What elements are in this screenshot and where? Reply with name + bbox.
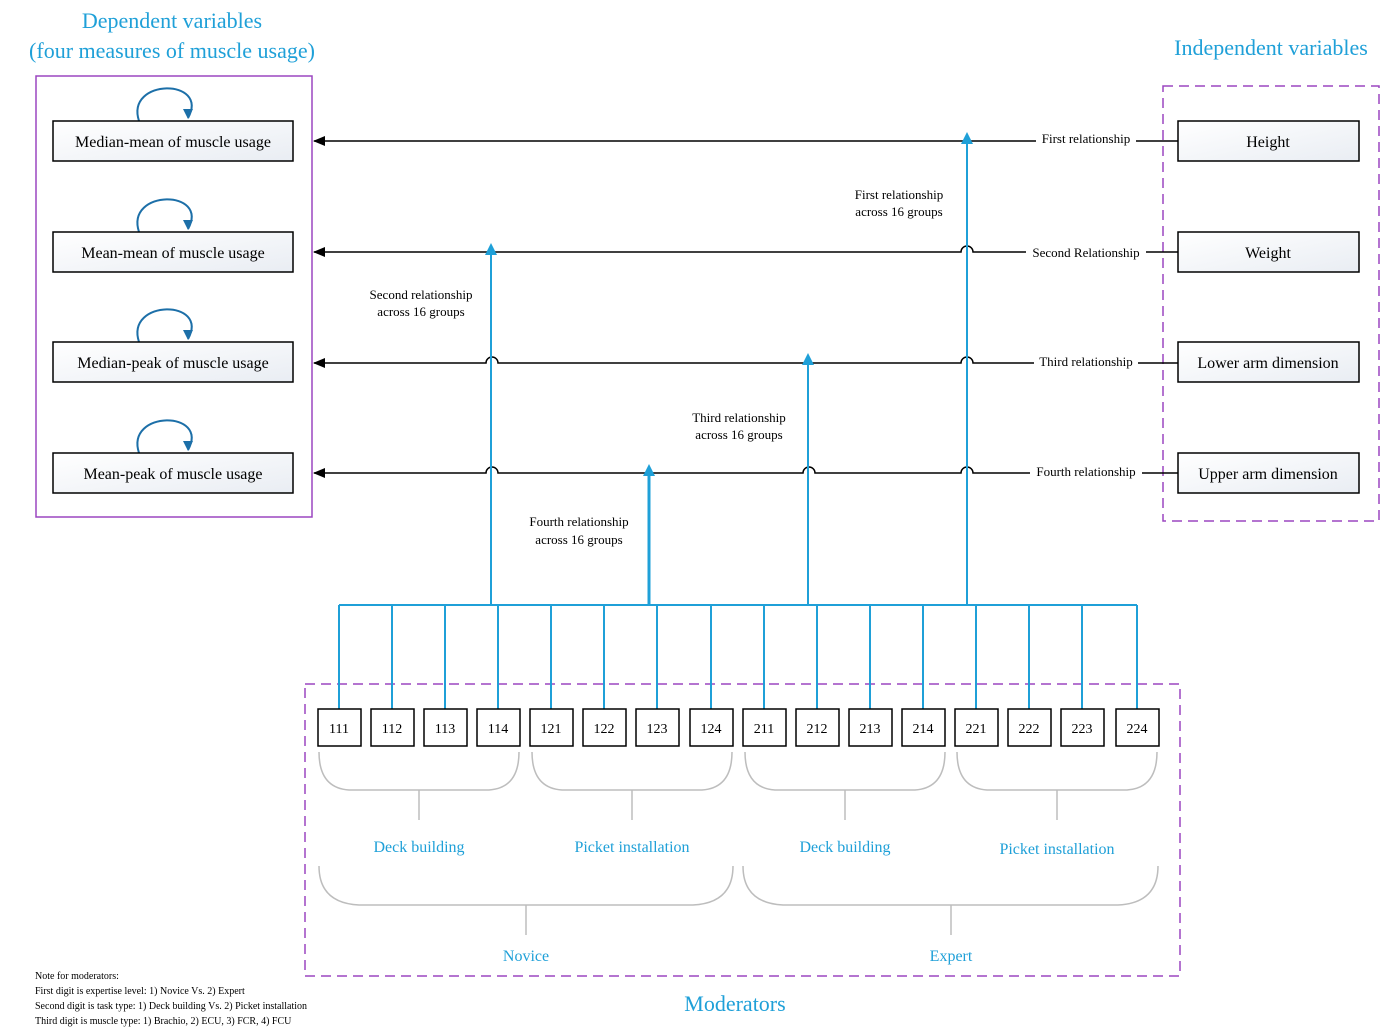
dependent-label: Mean-peak of muscle usage <box>83 466 262 483</box>
independent-box-weight: Weight <box>1177 231 1360 273</box>
dependent-title-line1: Dependent variables <box>82 8 262 33</box>
brace-novice <box>318 865 734 906</box>
moderation-label: across 16 groups <box>377 304 464 319</box>
moderator-label: 221 <box>966 722 987 737</box>
task-label-picket-novice: Picket installation <box>574 839 689 856</box>
moderator-label: 213 <box>860 722 881 737</box>
moderator-label: 114 <box>488 722 508 737</box>
note-line-4: Third digit is muscle type: 1) Brachio, … <box>35 1016 292 1027</box>
independent-box-upper-arm: Upper arm dimension <box>1177 452 1360 494</box>
moderator-112: 112 <box>370 605 415 747</box>
moderator-label: 121 <box>541 722 562 737</box>
relationship-label: First relationship <box>1042 131 1130 146</box>
self-loop-4 <box>136 419 193 454</box>
moderator-211: 211 <box>742 605 787 747</box>
expertise-label-novice: Novice <box>503 948 549 965</box>
brace-task-4 <box>956 751 1158 791</box>
moderator-222: 222 <box>1007 605 1052 747</box>
moderation-arrow-1: First relationship across 16 groups <box>855 132 973 605</box>
dependent-label: Median-mean of muscle usage <box>75 134 271 151</box>
relationship-label: Third relationship <box>1039 354 1133 369</box>
relationship-arrow-3: Third relationship <box>314 354 1178 369</box>
independent-box-lower-arm: Lower arm dimension <box>1177 341 1360 383</box>
moderator-label: 212 <box>807 722 828 737</box>
note-line-2: First digit is expertise level: 1) Novic… <box>35 986 245 997</box>
moderator-224: 224 <box>1115 605 1160 747</box>
dependent-box-mean-mean: Mean-mean of muscle usage <box>52 231 294 273</box>
expertise-label-expert: Expert <box>930 948 973 965</box>
moderator-label: 122 <box>594 722 615 737</box>
relationship-arrow-4: Fourth relationship <box>314 464 1178 479</box>
moderator-121: 121 <box>529 605 574 747</box>
moderator-label: 124 <box>701 722 722 737</box>
independent-label: Lower arm dimension <box>1197 355 1338 372</box>
dependent-label: Mean-mean of muscle usage <box>81 245 264 262</box>
moderation-label: Fourth relationship <box>529 514 628 529</box>
moderator-label: 223 <box>1072 722 1093 737</box>
independent-label: Upper arm dimension <box>1198 466 1338 483</box>
self-loop-1 <box>136 87 193 122</box>
moderation-label: across 16 groups <box>855 204 942 219</box>
relationship-arrow-2: Second Relationship <box>314 245 1178 260</box>
moderation-label: Second relationship <box>370 287 473 302</box>
task-label-deck-novice: Deck building <box>373 839 464 856</box>
dependent-title-line2: (four measures of muscle usage) <box>29 38 315 63</box>
brace-task-1 <box>318 751 520 791</box>
independent-variables-frame <box>1162 85 1380 522</box>
brace-task-2 <box>531 751 733 791</box>
moderation-label: First relationship <box>855 187 943 202</box>
dependent-box-mean-peak: Mean-peak of muscle usage <box>52 452 294 494</box>
relationship-arrow-1: First relationship <box>314 131 1178 146</box>
brace-expert <box>742 865 1159 906</box>
relationship-label: Second Relationship <box>1032 245 1139 260</box>
moderator-label: 113 <box>435 722 455 737</box>
dependent-label: Median-peak of muscle usage <box>77 355 268 372</box>
moderators-frame <box>304 683 1181 977</box>
moderators-title: Moderators <box>684 991 785 1016</box>
moderator-label: 214 <box>913 722 934 737</box>
moderation-label: across 16 groups <box>535 532 622 547</box>
dependent-box-median-mean: Median-mean of muscle usage <box>52 120 294 162</box>
moderator-label: 211 <box>754 722 774 737</box>
independent-label: Weight <box>1245 245 1291 262</box>
moderator-label: 112 <box>382 722 402 737</box>
relationship-label: Fourth relationship <box>1036 464 1135 479</box>
moderator-214: 214 <box>901 605 946 747</box>
note-line-3: Second digit is task type: 1) Deck build… <box>35 1001 307 1012</box>
independent-title: Independent variables <box>1174 35 1368 60</box>
dependent-box-median-peak: Median-peak of muscle usage <box>52 341 294 383</box>
moderator-label: 222 <box>1019 722 1040 737</box>
moderator-113: 113 <box>423 605 468 747</box>
brace-task-3 <box>744 751 946 791</box>
moderator-122: 122 <box>582 605 627 747</box>
moderator-111: 111 <box>317 605 362 747</box>
task-label-picket-expert: Picket installation <box>999 841 1114 858</box>
moderator-label: 111 <box>329 722 349 737</box>
dependent-variables-frame <box>35 75 313 518</box>
self-loop-3 <box>136 308 193 343</box>
moderation-arrow-4: Fourth relationship across 16 groups <box>529 464 655 605</box>
note-line-1: Note for moderators: <box>35 971 119 982</box>
independent-box-height: Height <box>1177 120 1360 162</box>
moderator-221: 221 <box>954 605 999 747</box>
moderation-arrow-3: Third relationship across 16 groups <box>692 353 814 605</box>
moderator-124: 124 <box>689 605 734 747</box>
task-label-deck-expert: Deck building <box>799 839 890 856</box>
moderation-arrow-2: Second relationship across 16 groups <box>370 243 497 605</box>
moderator-label: 224 <box>1127 722 1148 737</box>
independent-label: Height <box>1246 134 1290 151</box>
moderator-212: 212 <box>795 605 840 747</box>
moderation-label: across 16 groups <box>695 427 782 442</box>
moderation-label: Third relationship <box>692 410 786 425</box>
moderator-123: 123 <box>635 605 680 747</box>
self-loop-2 <box>136 198 193 233</box>
moderator-label: 123 <box>647 722 668 737</box>
moderator-223: 223 <box>1060 605 1105 747</box>
moderator-114: 114 <box>476 605 521 747</box>
moderator-213: 213 <box>848 605 893 747</box>
